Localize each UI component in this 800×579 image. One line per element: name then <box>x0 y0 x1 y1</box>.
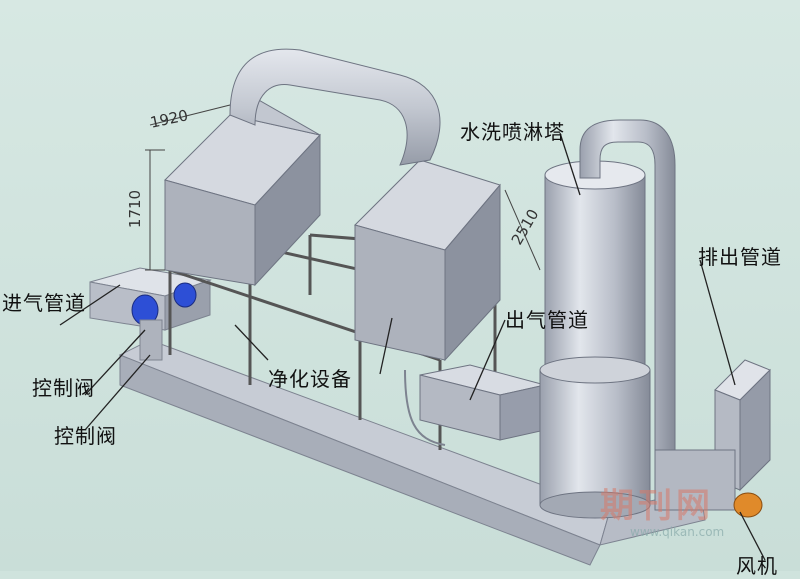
label-inlet-duct: 进气管道 <box>2 291 86 315</box>
spray-tower-lower <box>539 369 651 506</box>
label-valve-2: 控制阀 <box>54 424 117 448</box>
bottom-duct <box>118 339 611 546</box>
watermark-logo: 期刊网 <box>600 486 714 526</box>
dimension-height: 1710 <box>126 189 145 229</box>
fan-housing <box>654 449 736 511</box>
label-exhaust-duct: 排出管道 <box>698 245 782 269</box>
label-spray-tower: 水洗喷淋塔 <box>460 120 565 144</box>
dimension-lines <box>145 104 541 271</box>
label-fan: 风机 <box>736 554 778 578</box>
label-outlet-duct: 出气管道 <box>505 308 589 332</box>
label-valve-1: 控制阀 <box>32 376 95 400</box>
spray-tower-upper <box>544 174 646 371</box>
label-purifier: 净化设备 <box>268 367 352 391</box>
overhead-duct <box>229 48 441 166</box>
leader-lines <box>59 132 766 561</box>
valve-2 <box>173 282 197 308</box>
fan-motor <box>733 492 763 518</box>
bottom-duct-side <box>119 354 601 566</box>
watermark-url: www.qikan.com <box>630 525 725 539</box>
